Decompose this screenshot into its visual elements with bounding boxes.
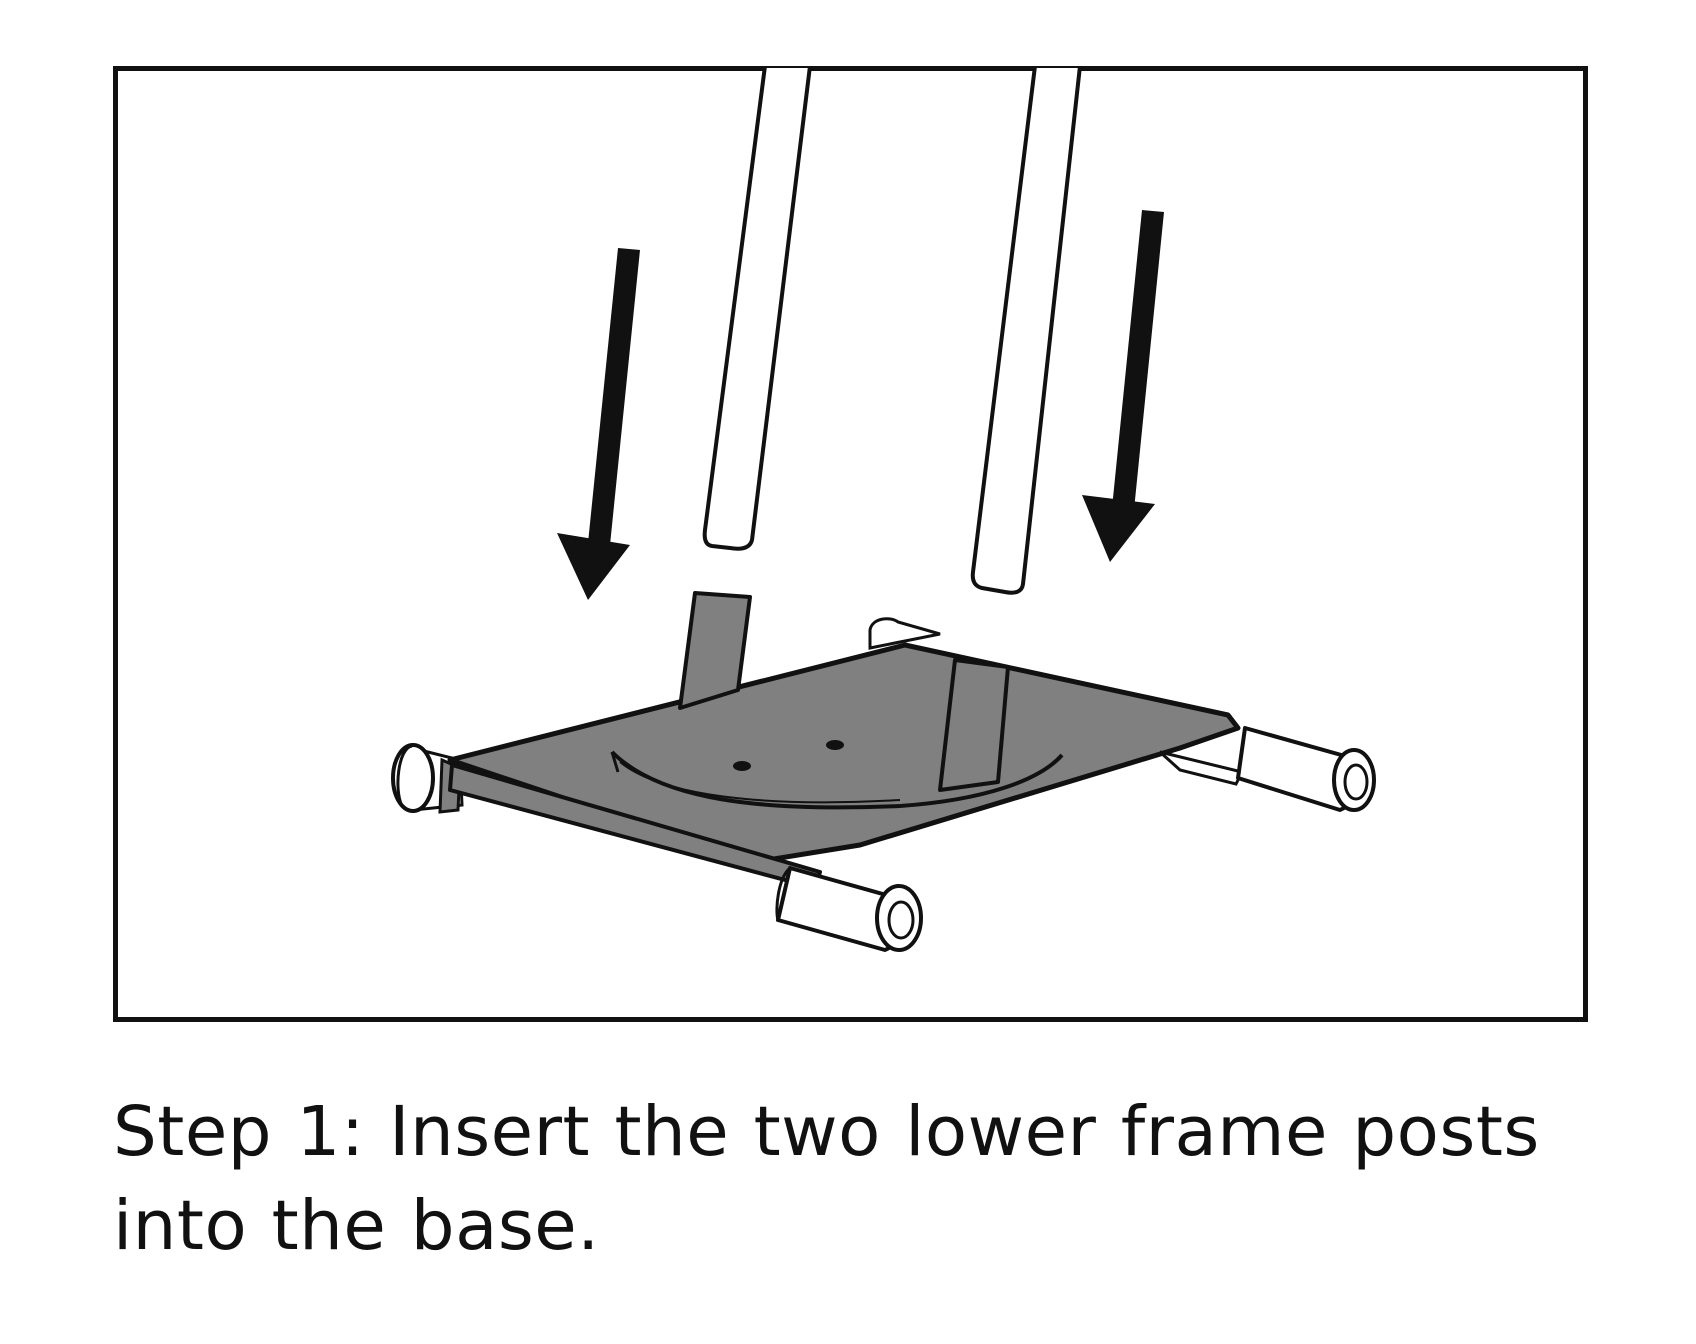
caption-line-2: into the base. [113, 1186, 600, 1266]
leg-front [775, 866, 923, 952]
socket-left [678, 591, 752, 710]
illustration-frame [113, 66, 1588, 1022]
arrow-down-right-icon [1082, 210, 1164, 562]
bolt-hole-right [826, 740, 844, 750]
caption-line-1: Step 1: Insert the two lower frame posts [113, 1092, 1540, 1172]
bolt-hole-left [733, 761, 751, 771]
leg-right [1236, 726, 1376, 812]
leg-back-left [391, 743, 464, 814]
instruction-caption: Step 1: Insert the two lower frame posts… [113, 1085, 1573, 1273]
socket-right [938, 658, 1010, 792]
rail-right [1158, 750, 1245, 786]
assembly-illustration [391, 66, 1376, 952]
leg-back-right [868, 617, 941, 650]
base-plate [447, 642, 1241, 865]
arrow-down-left-icon [557, 248, 640, 600]
post-right [970, 66, 1082, 595]
post-left [702, 66, 812, 551]
